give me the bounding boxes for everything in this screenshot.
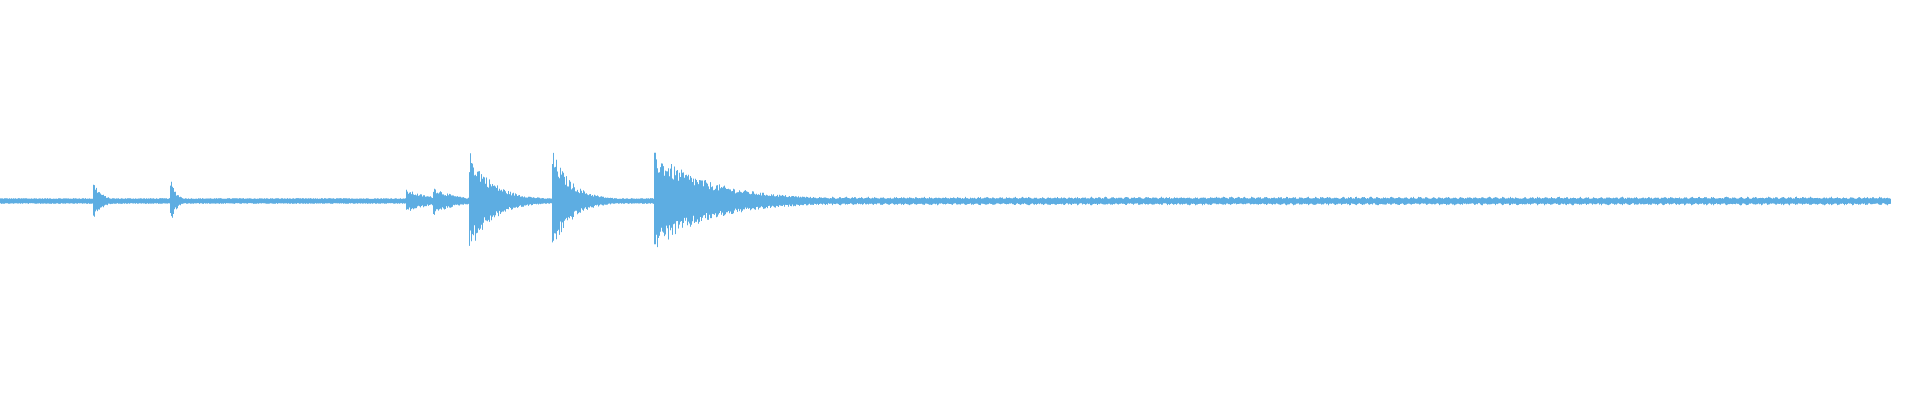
waveform-trace [0,152,1891,248]
